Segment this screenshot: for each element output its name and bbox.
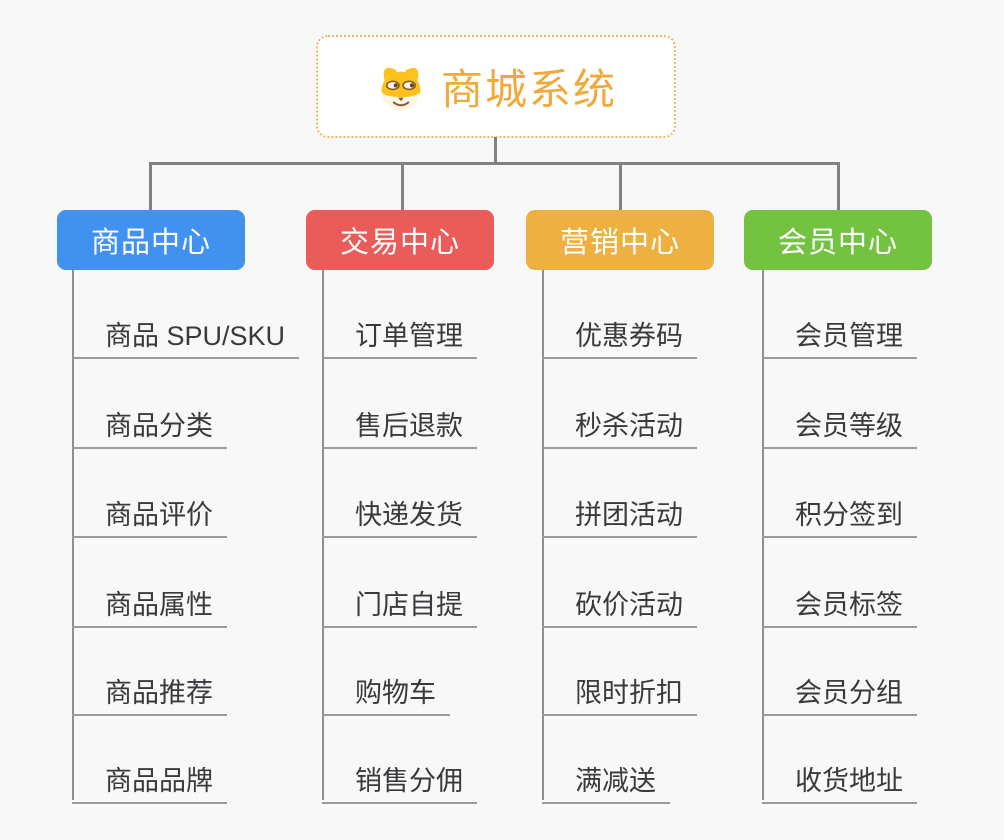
connector-stub-branch-2 <box>401 165 404 211</box>
child-item[interactable]: 订单管理 <box>322 303 477 359</box>
connector-stub-branch-3 <box>619 165 622 211</box>
child-item[interactable]: 满减送 <box>542 748 670 804</box>
child-item[interactable]: 积分签到 <box>762 482 917 538</box>
branch-node-member-center[interactable]: 会员中心 <box>744 210 932 270</box>
branch-trunk-line <box>542 270 544 800</box>
branch-label: 营销中心 <box>559 227 680 259</box>
branch-node-marketing-center[interactable]: 营销中心 <box>526 210 714 270</box>
child-item[interactable]: 商品属性 <box>72 572 227 628</box>
branch-trunk-line <box>762 270 764 800</box>
branch-node-product-center[interactable]: 商品中心 <box>57 210 245 270</box>
connector-horizontal <box>149 162 840 165</box>
child-item[interactable]: 商品 SPU/SKU <box>72 303 300 359</box>
child-item[interactable]: 售后退款 <box>322 393 477 449</box>
connector-stub-branch-1 <box>149 165 152 211</box>
branch-label: 交易中心 <box>339 227 460 259</box>
branch-node-trade-center[interactable]: 交易中心 <box>306 210 494 270</box>
child-item[interactable]: 限时折扣 <box>542 660 697 716</box>
connector-stub-branch-4 <box>837 165 840 211</box>
branch-trunk-line <box>72 270 74 800</box>
dog-face-icon <box>381 67 421 111</box>
child-item[interactable]: 快递发货 <box>322 482 477 538</box>
child-item[interactable]: 会员等级 <box>762 393 917 449</box>
child-item[interactable]: 会员管理 <box>762 303 917 359</box>
child-item[interactable]: 门店自提 <box>322 572 477 628</box>
child-item[interactable]: 优惠券码 <box>542 303 697 359</box>
branch-label: 会员中心 <box>777 227 898 259</box>
child-item[interactable]: 销售分佣 <box>322 748 477 804</box>
child-item[interactable]: 商品品牌 <box>72 748 227 804</box>
connector-root-vertical <box>494 137 497 163</box>
child-item[interactable]: 商品推荐 <box>72 660 227 716</box>
child-item[interactable]: 砍价活动 <box>542 572 697 628</box>
child-item[interactable]: 拼团活动 <box>542 482 697 538</box>
child-item[interactable]: 收货地址 <box>762 748 917 804</box>
child-item[interactable]: 会员标签 <box>762 572 917 628</box>
child-item[interactable]: 商品评价 <box>72 482 227 538</box>
child-item[interactable]: 会员分组 <box>762 660 917 716</box>
root-node-label: 商城系统 <box>440 66 617 113</box>
child-item[interactable]: 购物车 <box>322 660 450 716</box>
root-node-mall-system[interactable]: 商城系统 <box>316 35 676 138</box>
child-item[interactable]: 秒杀活动 <box>542 393 697 449</box>
branch-trunk-line <box>322 270 324 800</box>
branch-label: 商品中心 <box>90 227 211 259</box>
child-item[interactable]: 商品分类 <box>72 393 227 449</box>
